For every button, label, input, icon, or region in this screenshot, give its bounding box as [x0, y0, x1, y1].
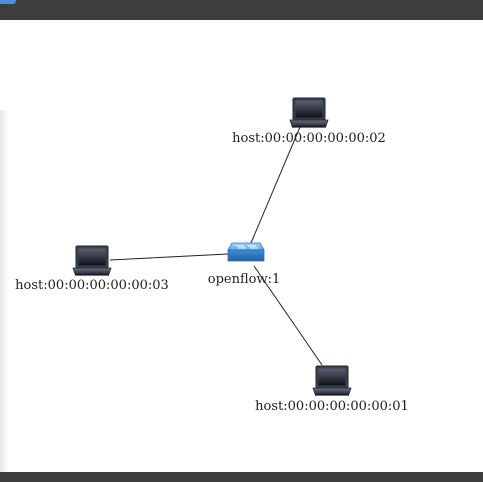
network-switch-icon [227, 242, 265, 262]
host-node-02[interactable]: host:00:00:00:00:00:02 [232, 97, 386, 146]
topology-links [109, 126, 323, 366]
host-node-03[interactable]: host:00:00:00:00:00:03 [15, 245, 169, 293]
left-panel-edge [0, 110, 8, 472]
laptop-icon [312, 365, 352, 397]
title-bar [0, 0, 483, 20]
laptop-icon [72, 245, 112, 277]
bottom-bar [0, 472, 483, 482]
link-switch-host-1[interactable] [253, 265, 323, 366]
laptop-icon [289, 97, 329, 129]
switch-label: openflow:1 [208, 272, 281, 287]
link-switch-host-2[interactable] [250, 126, 301, 244]
host-label: host:00:00:00:00:00:01 [255, 399, 409, 414]
link-switch-host-3[interactable] [109, 253, 229, 261]
host-node-01[interactable]: host:00:00:00:00:00:01 [255, 365, 409, 414]
host-label: host:00:00:00:00:00:03 [15, 278, 169, 293]
topology-canvas[interactable]: openflow:1 host:00:00:00:00:00:02 host:0… [0, 0, 483, 472]
title-bar-accent [0, 0, 16, 4]
switch-node-openflow-1[interactable]: openflow:1 [208, 242, 281, 287]
host-label: host:00:00:00:00:00:02 [232, 131, 386, 146]
